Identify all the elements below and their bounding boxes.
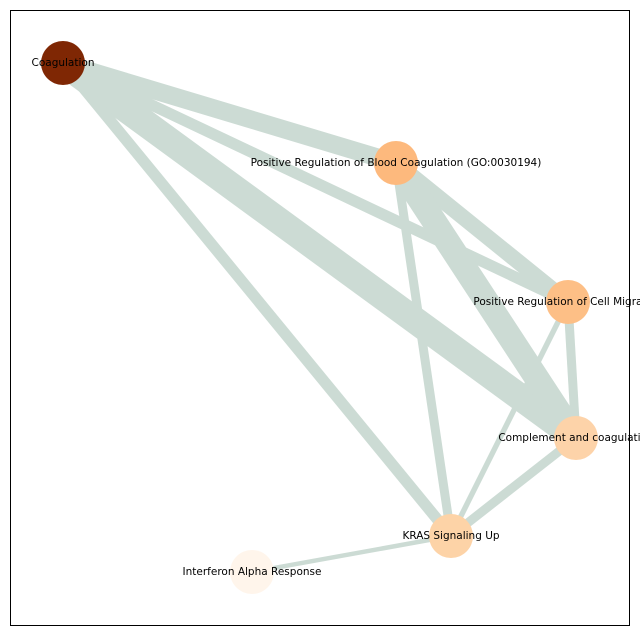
node-kras-signaling-up[interactable] [429, 514, 473, 558]
edge-coagulation-complement-coag [55, 52, 584, 449]
nodes-layer [41, 41, 598, 594]
node-label-pos-reg-cell-migration: Positive Regulation of Cell Migration [473, 296, 640, 308]
edge-complement-coag-kras-signaling-up [448, 434, 579, 540]
edge-kras-signaling-up-interferon-alpha [251, 533, 452, 575]
node-coagulation[interactable] [41, 41, 85, 85]
edge-pos-reg-cell-migration-kras-signaling-up [448, 300, 571, 538]
node-complement-coag[interactable] [554, 416, 598, 460]
edge-pos-reg-blood-coag-kras-signaling-up [391, 162, 456, 537]
edge-coagulation-pos-reg-cell-migration [60, 57, 571, 308]
node-pos-reg-cell-migration[interactable] [546, 280, 590, 324]
node-label-complement-coag: Complement and coagulation [498, 432, 640, 444]
node-label-pos-reg-blood-coag: Positive Regulation of Blood Coagulation… [251, 157, 542, 169]
edge-coagulation-pos-reg-blood-coag [60, 54, 399, 172]
node-label-kras-signaling-up: KRAS Signaling Up [402, 530, 499, 542]
node-pos-reg-blood-coag[interactable] [374, 141, 418, 185]
node-label-coagulation: Coagulation [32, 57, 95, 69]
edge-pos-reg-cell-migration-complement-coag [563, 301, 581, 439]
edge-coagulation-kras-signaling-up [58, 59, 456, 540]
node-label-interferon-alpha: Interferon Alpha Response [183, 566, 322, 578]
edges-layer [55, 52, 587, 575]
edge-pos-reg-blood-coag-complement-coag [385, 156, 587, 445]
node-interferon-alpha[interactable] [230, 550, 274, 594]
